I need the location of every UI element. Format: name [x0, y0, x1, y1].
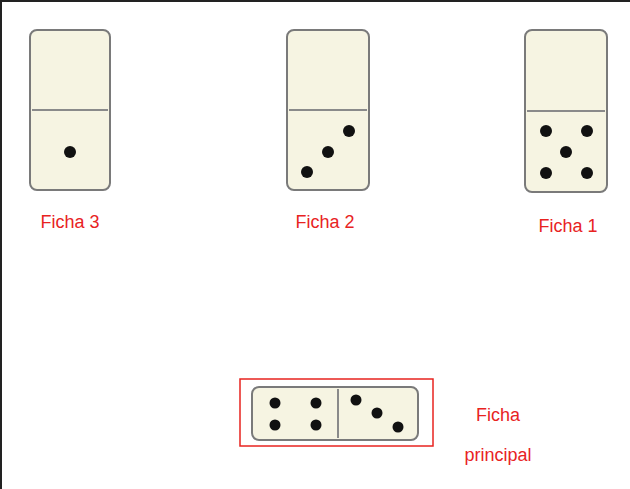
frame-line: [0, 0, 2, 489]
domino-tile: [525, 30, 607, 192]
domino-tile: [287, 30, 369, 190]
tile-label: Ficha 3: [40, 212, 99, 233]
tile-label: Ficha 2: [295, 212, 354, 233]
tile-label: Ficha principal: [448, 395, 548, 475]
highlight-frame: [240, 379, 433, 446]
frame-line: [0, 0, 630, 2]
domino-tile: [30, 30, 110, 190]
tile-label: Ficha 1: [538, 216, 597, 237]
domino-tile: [252, 387, 418, 440]
